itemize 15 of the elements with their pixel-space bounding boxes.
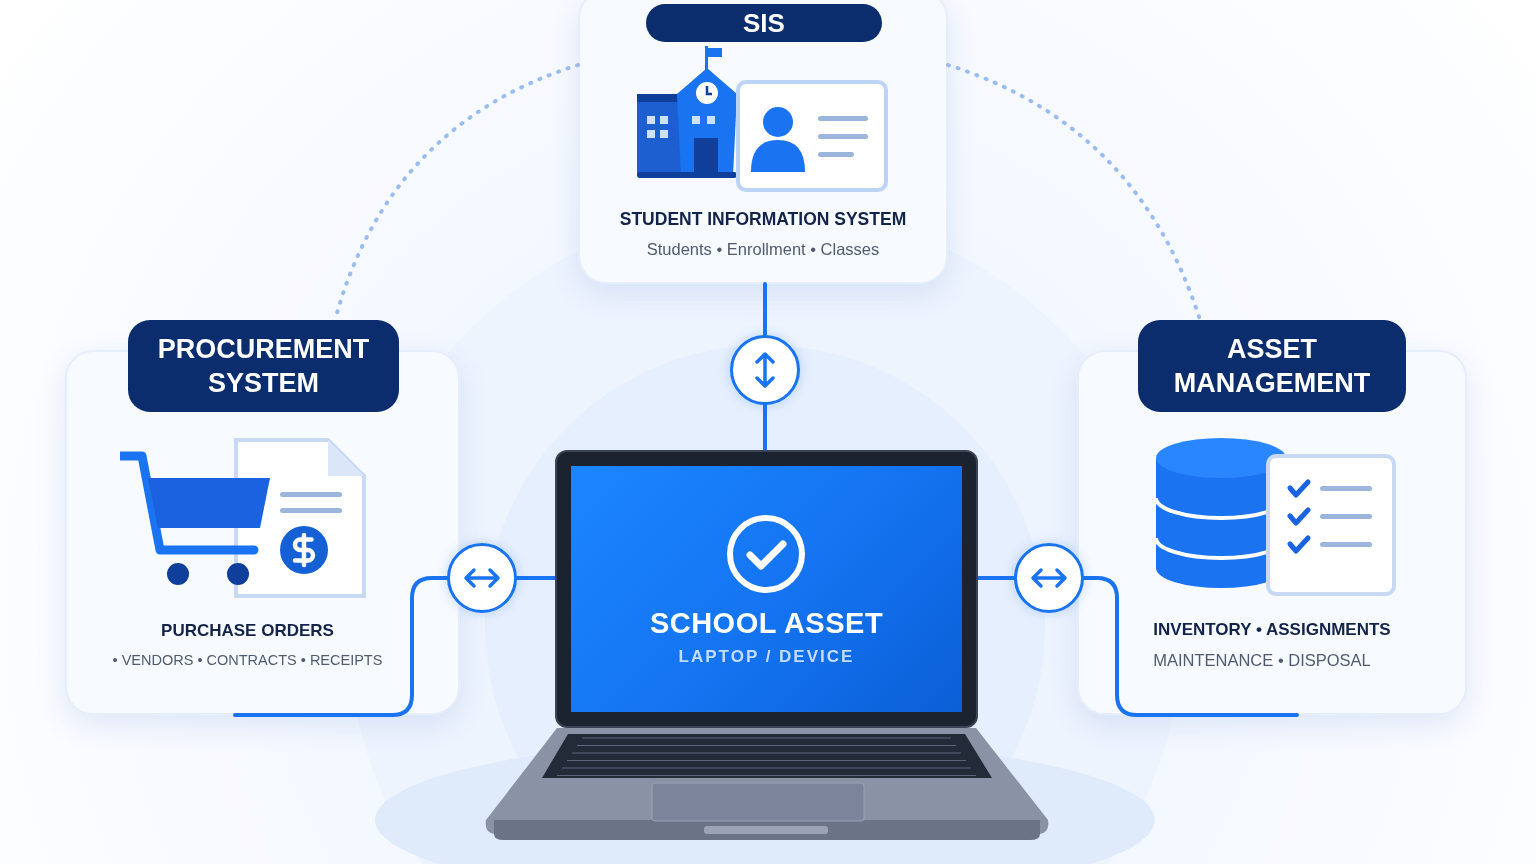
- card-details: MAINTENANCE • DISPOSAL: [1152, 650, 1372, 671]
- device-subtitle: LAPTOP / DEVICE: [677, 646, 856, 668]
- system-title: PROCUREMENT SYSTEM: [128, 320, 399, 412]
- laptop-screen: [555, 450, 978, 728]
- card-subtitle: STUDENT INFORMATION SYSTEM: [618, 208, 908, 231]
- system-card: [1077, 320, 1467, 715]
- system-card: [578, 0, 948, 284]
- device-title: SCHOOL ASSET: [648, 606, 885, 641]
- system-title: ASSET MANAGEMENT: [1138, 320, 1406, 412]
- card-subtitle: PURCHASE ORDERS: [160, 620, 335, 642]
- system-card: [65, 320, 460, 715]
- system-title: SIS: [646, 4, 882, 42]
- card-details: • VENDORS • CONTRACTS • RECEIPTS: [111, 651, 384, 670]
- card-subtitle: INVENTORY • ASSIGNMENTS: [1152, 619, 1392, 641]
- card-details: Students • Enrollment • Classes: [645, 239, 881, 260]
